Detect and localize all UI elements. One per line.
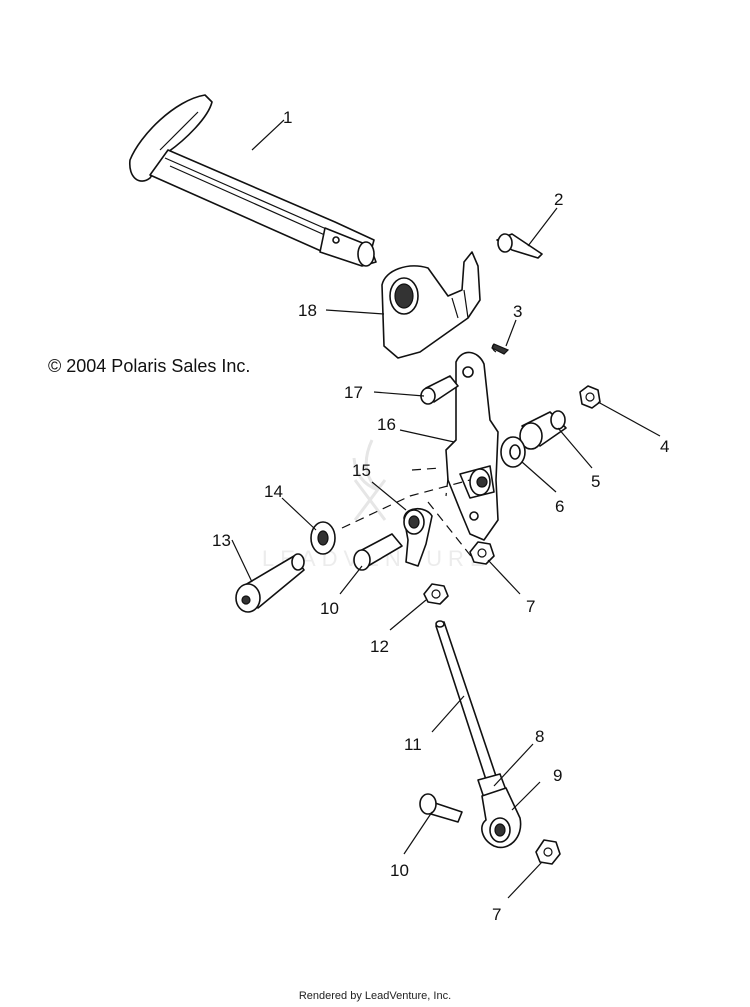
rivet-pin — [496, 233, 543, 259]
rendered-by-footer: Rendered by LeadVenture, Inc. — [298, 990, 452, 1002]
callout-6: 6 — [555, 497, 564, 516]
washer-14 — [310, 521, 336, 555]
washer-6 — [500, 436, 526, 468]
callout-18: 18 — [298, 301, 317, 320]
callout-7-upper: 7 — [526, 597, 535, 616]
nut-7-upper — [469, 541, 495, 565]
assembly-guide-lines — [341, 467, 475, 561]
spring-clip — [491, 343, 510, 355]
spacer-5 — [519, 410, 567, 450]
callout-10-lower: 10 — [390, 861, 409, 880]
shift-arm-plate — [445, 351, 499, 541]
spacer-13 — [235, 553, 305, 613]
leader-lines — [231, 119, 661, 899]
callout-7-lower: 7 — [492, 905, 501, 924]
callout-1: 1 — [283, 108, 292, 127]
callout-4: 4 — [660, 437, 669, 456]
shift-lever — [129, 94, 377, 267]
callout-17: 17 — [344, 383, 363, 402]
callout-16: 16 — [377, 415, 396, 434]
rod-end-9 — [477, 773, 522, 849]
shift-rod — [435, 620, 501, 793]
nut-4 — [579, 385, 601, 409]
callout-12: 12 — [370, 637, 389, 656]
rod-end-15 — [403, 507, 433, 567]
pivot-bracket — [381, 251, 481, 359]
callout-3: 3 — [513, 302, 522, 321]
callout-9: 9 — [553, 766, 562, 785]
callout-labels: 1 2 3 4 5 6 7 8 9 10 10 11 12 13 14 15 1… — [212, 108, 669, 924]
callout-15: 15 — [352, 461, 371, 480]
nut-12 — [423, 583, 449, 605]
copyright-notice: © 2004 Polaris Sales Inc. — [48, 356, 251, 376]
bolt-10-upper — [353, 533, 403, 571]
callout-5: 5 — [591, 472, 600, 491]
callout-10-upper: 10 — [320, 599, 339, 618]
callout-14: 14 — [264, 482, 283, 501]
callout-11: 11 — [404, 735, 422, 754]
bolt-10-lower — [419, 793, 463, 823]
callout-8: 8 — [535, 727, 544, 746]
nut-7-lower — [535, 839, 561, 865]
clevis-pin — [420, 375, 459, 405]
callout-2: 2 — [554, 190, 563, 209]
callout-13: 13 — [212, 531, 231, 550]
